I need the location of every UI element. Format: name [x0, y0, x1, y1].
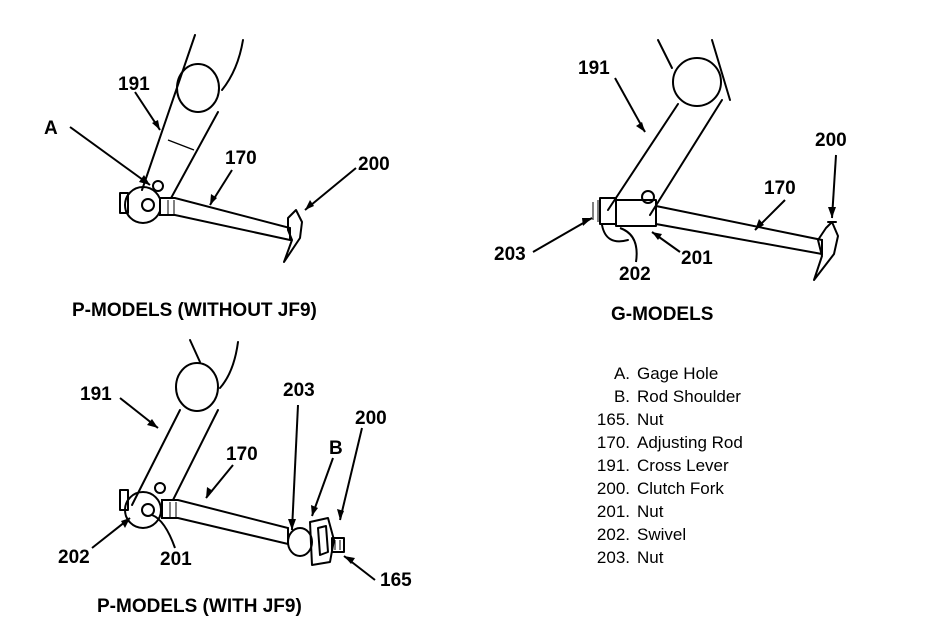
- callout-a: A: [44, 118, 58, 139]
- callout-165: 165: [380, 570, 412, 591]
- legend-item: 202. Swivel: [590, 523, 743, 546]
- callout-170: 170: [225, 148, 257, 169]
- p-models-without-jf9-view: A 191 170 200 P-MODELS (WITHOUT JF9): [44, 34, 390, 321]
- arrowheads: [139, 120, 314, 210]
- callout-203: 203: [283, 380, 315, 401]
- cross-lever-191: [119, 339, 239, 529]
- callout-leaders: [69, 91, 357, 211]
- legend-text: Clutch Fork: [637, 479, 724, 498]
- callout-201: 201: [160, 549, 192, 570]
- callout-203: 203: [494, 244, 526, 265]
- legend-key: 191.: [596, 456, 630, 475]
- cross-lever-191: [119, 34, 244, 224]
- callout-202: 202: [58, 547, 90, 568]
- legend-text: Nut: [637, 502, 664, 521]
- legend-item: A. Gage Hole: [590, 362, 743, 385]
- callout-b: B: [329, 438, 343, 459]
- callout-170: 170: [764, 178, 796, 199]
- legend-key: A.: [613, 364, 630, 383]
- caption-p-models-without-jf9: P-MODELS (WITHOUT JF9): [72, 300, 317, 321]
- callout-200: 200: [355, 408, 387, 429]
- legend-key: 202.: [596, 525, 630, 544]
- caption-g-models: G-MODELS: [611, 304, 713, 325]
- arrowheads: [582, 122, 836, 240]
- callout-191: 191: [118, 74, 150, 95]
- callout-170: 170: [226, 444, 258, 465]
- p-models-with-jf9-view: 191 170 203 B 200 202 201 165 P-MODELS (…: [58, 339, 412, 617]
- callout-202: 202: [619, 264, 651, 285]
- callout-200: 200: [358, 154, 390, 175]
- legend-item: 200. Clutch Fork: [590, 477, 743, 500]
- legend-text: Nut: [637, 548, 664, 567]
- legend-text: Swivel: [637, 525, 687, 544]
- adjusting-rod-170: [655, 204, 823, 256]
- legend-item: 191. Cross Lever: [590, 454, 743, 477]
- legend-text: Gage Hole: [637, 364, 719, 383]
- callout-201: 201: [681, 248, 713, 269]
- arrowheads: [121, 419, 355, 564]
- clutch-fork-200-with-nut: [287, 517, 345, 566]
- legend-key: B.: [613, 387, 630, 406]
- legend-item: 170. Adjusting Rod: [590, 431, 743, 454]
- legend-text: Nut: [637, 410, 664, 429]
- legend-text: Rod Shoulder: [637, 387, 741, 406]
- adjusting-rod-170: [161, 499, 289, 546]
- callout-191: 191: [80, 384, 112, 405]
- g-models-view: 191 200 170 203 202 201 G-MODELS: [494, 39, 847, 325]
- legend-key: 200.: [596, 479, 630, 498]
- callout-191: 191: [578, 58, 610, 79]
- clutch-fork-200: [283, 209, 303, 263]
- clutch-fork-200: [813, 221, 839, 281]
- legend-item: B. Rod Shoulder: [590, 385, 743, 408]
- legend-key: 201.: [596, 502, 630, 521]
- adjusting-rod-170: [159, 197, 291, 242]
- legend-key: 165.: [596, 410, 630, 429]
- legend-item: 203. Nut: [590, 546, 743, 569]
- legend-item: 165. Nut: [590, 408, 743, 431]
- legend-text: Cross Lever: [637, 456, 729, 475]
- caption-p-models-with-jf9: P-MODELS (WITH JF9): [97, 596, 302, 617]
- parts-legend: A. Gage Hole B. Rod Shoulder 165. Nut 170. A…: [590, 362, 743, 569]
- legend-text: Adjusting Rod: [637, 433, 743, 452]
- callout-leaders: [91, 397, 376, 581]
- legend-key: 170.: [596, 433, 630, 452]
- callout-200: 200: [815, 130, 847, 151]
- legend-key: 203.: [596, 548, 630, 567]
- legend-item: 201. Nut: [590, 500, 743, 523]
- cross-lever-191: [601, 39, 731, 243]
